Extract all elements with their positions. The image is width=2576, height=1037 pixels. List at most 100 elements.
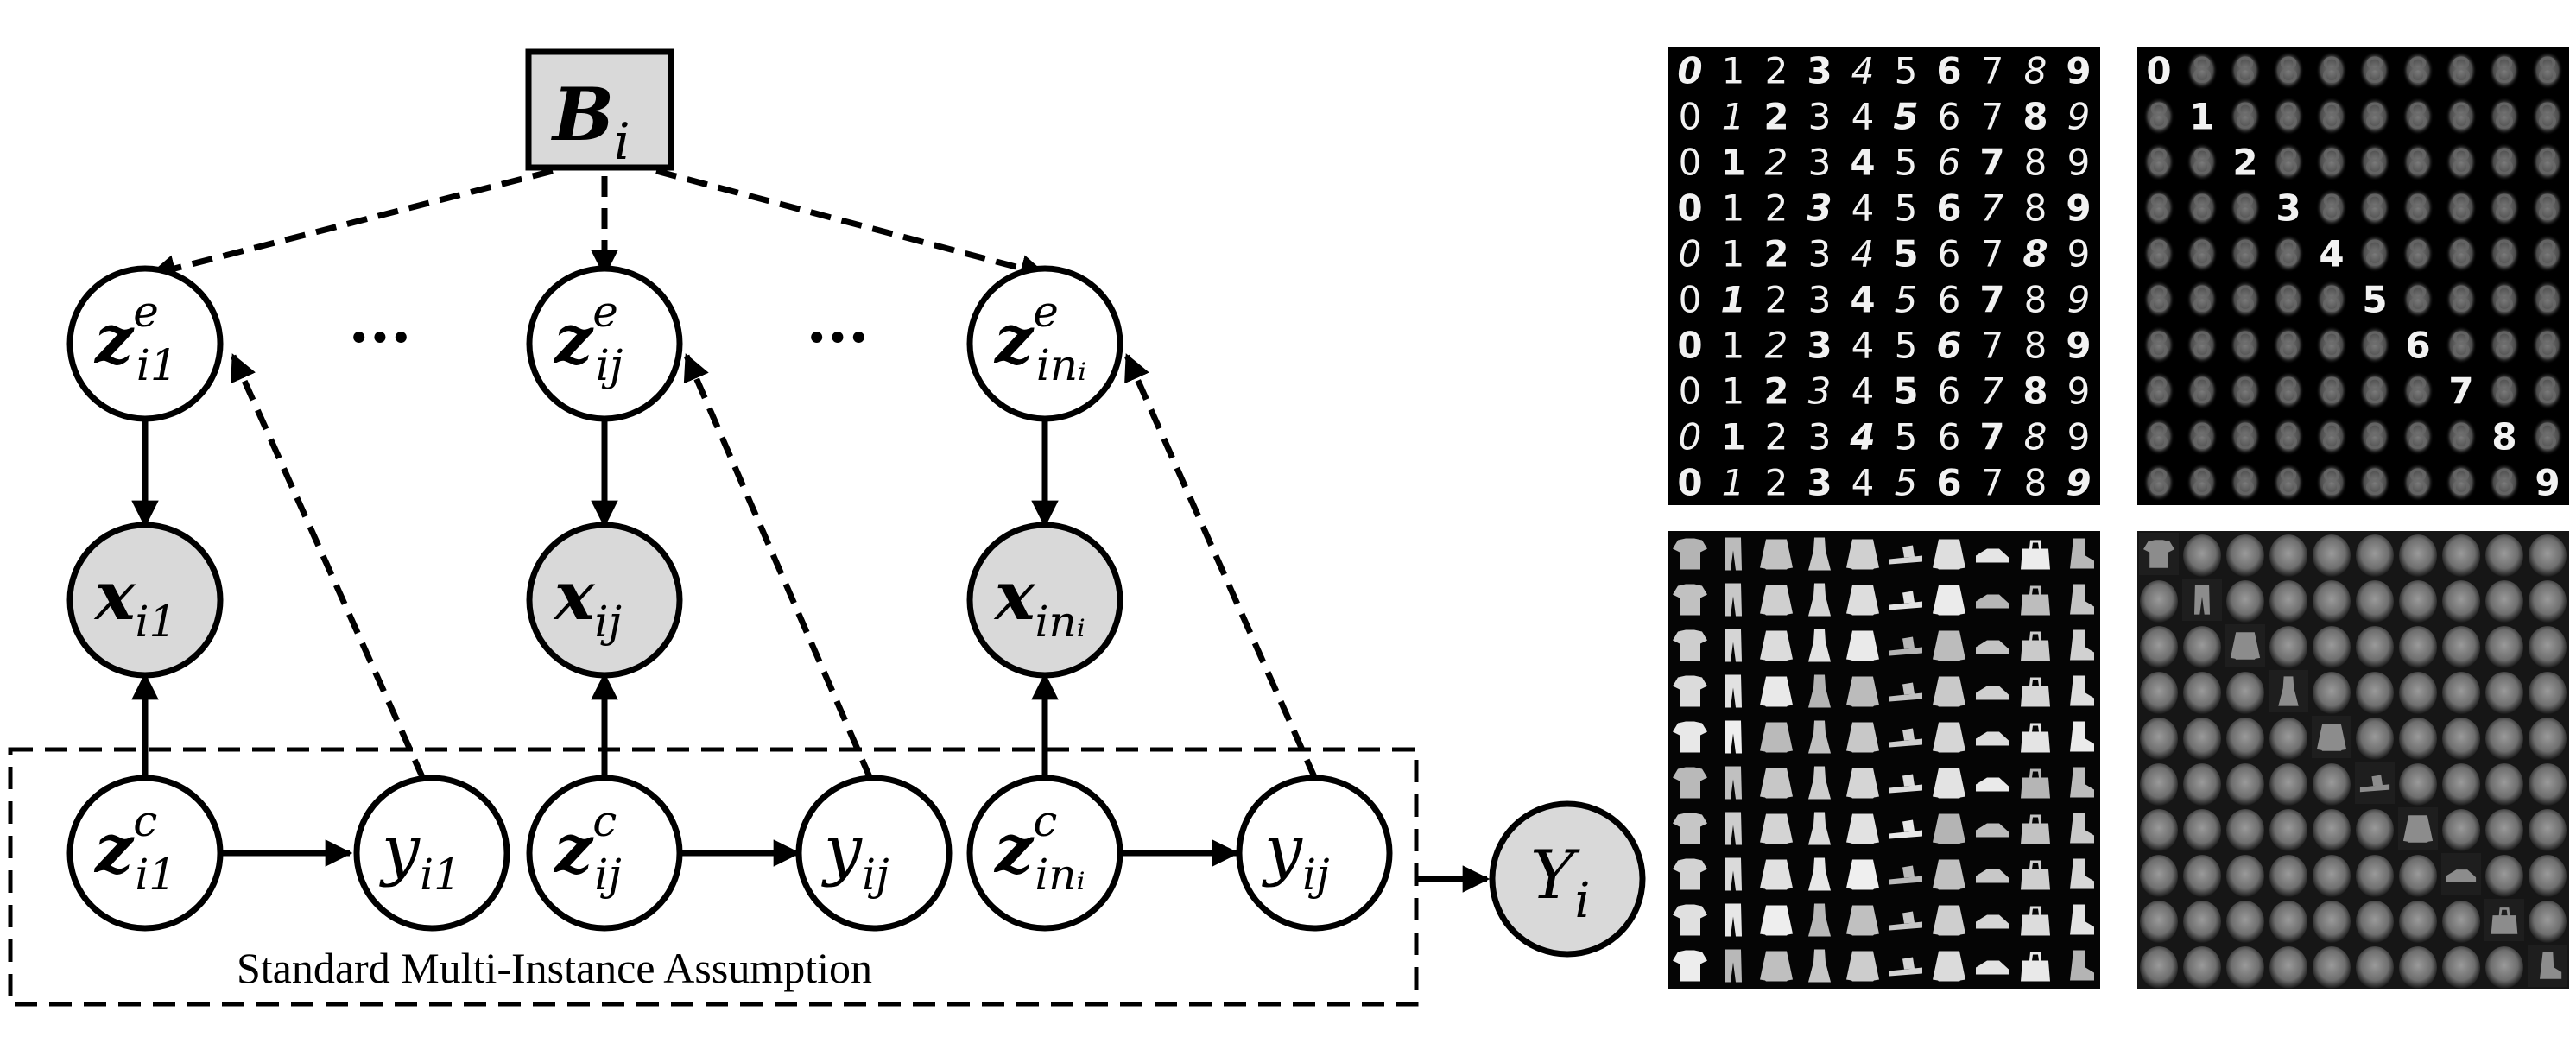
fashion-generated-blur <box>2269 718 2307 760</box>
fashion-generated-blur <box>2313 763 2351 806</box>
ellipsis-right: ··· <box>806 301 869 373</box>
fashion-generated-blur <box>2529 855 2567 897</box>
fashion-sample-item <box>1933 722 1965 753</box>
mnist-generated-blur <box>2187 326 2218 364</box>
svg-text:Yi: Yi <box>1530 837 1590 929</box>
mnist-sample-digit: 0 <box>1677 324 1702 366</box>
fashion-generated-blur <box>2140 580 2178 623</box>
mnist-generated-faint-glyph: 8 <box>2536 281 2558 320</box>
fashion-sample-item <box>1846 859 1879 890</box>
mnist-generated-faint-glyph: 8 <box>2493 326 2515 366</box>
fashion-generated-item <box>2446 869 2477 882</box>
fashion-generated-blur <box>2183 901 2221 943</box>
mnist-sample-digit: 4 <box>1851 232 1875 275</box>
mnist-sample-digit: 7 <box>1981 461 2004 503</box>
fashion-sample-item <box>1808 583 1831 617</box>
mnist-sample-digit: 1 <box>1722 49 1745 92</box>
plate-caption: Standard Multi-Instance Assumption <box>237 944 872 992</box>
mnist-generated-faint-glyph: 8 <box>2148 143 2169 183</box>
mnist-generated-blur <box>2230 234 2261 273</box>
fashion-generated-grid <box>2139 533 2567 989</box>
fashion-sample-item <box>1760 539 1793 570</box>
ze-node-1-superscript: e <box>133 287 159 337</box>
fashion-generated-item <box>2230 632 2261 660</box>
fashion-sample-item <box>1808 674 1831 708</box>
fashion-sample-item <box>1889 728 1922 748</box>
fashion-sample-item <box>1673 584 1707 616</box>
ze-node-2-symbol: z <box>553 300 594 379</box>
mnist-sample-digit: 9 <box>2066 49 2091 92</box>
mnist-generated-faint-glyph: 8 <box>2450 235 2472 275</box>
fashion-generated-blur <box>2399 626 2437 668</box>
mnist-generated-digit: 0 <box>2146 50 2171 92</box>
mnist-generated-faint-glyph: 8 <box>2234 281 2256 320</box>
x-node-3: xinᵢ <box>966 522 1123 679</box>
mnist-generated-blur <box>2273 326 2304 364</box>
fashion-generated-blur <box>2399 672 2437 714</box>
mnist-sample-digit: 1 <box>1722 370 1745 412</box>
fashion-generated-blur <box>2356 809 2394 851</box>
mnist-generated-faint-glyph: 8 <box>2493 98 2515 137</box>
fashion-generated-blur <box>2442 626 2480 668</box>
mnist-generated-faint-glyph: 8 <box>2191 372 2212 412</box>
mnist-sample-digit: 0 <box>1677 49 1702 92</box>
fashion-sample-item <box>2021 814 2050 844</box>
fashion-sample-item <box>1808 903 1831 937</box>
zc-node-3-symbol: z <box>993 810 1035 888</box>
mnist-generated-blur <box>2489 188 2520 227</box>
mnist-generated-blur <box>2187 371 2218 410</box>
mnist-sample-digit: 9 <box>2067 232 2091 275</box>
mnist-generated-faint-glyph: 8 <box>2191 235 2212 275</box>
fashion-generated-blur <box>2529 534 2567 577</box>
mnist-generated-faint-glyph: 8 <box>2493 189 2515 229</box>
mnist-generated-faint-glyph: 8 <box>2364 143 2385 183</box>
svg-text:Bi: Bi <box>551 72 630 171</box>
fashion-generated-blur <box>2529 672 2567 714</box>
mnist-generated-faint-glyph: 8 <box>2536 418 2558 458</box>
mnist-generated-blur <box>2446 417 2477 456</box>
mnist-generated-faint-glyph: 8 <box>2148 372 2169 412</box>
mnist-generated-blur <box>2273 463 2304 502</box>
fashion-sample-item <box>1725 720 1742 754</box>
fashion-sample-item <box>1889 636 1922 656</box>
mnist-generated-faint-glyph: 8 <box>2407 189 2428 229</box>
mnist-generated-blur <box>2489 97 2520 136</box>
mnist-sample-digit: 0 <box>1679 370 1702 412</box>
fashion-sample-item <box>1725 674 1742 708</box>
fashion-generated-blur <box>2442 718 2480 760</box>
fashion-generated-blur <box>2356 580 2394 623</box>
mnist-sample-digit: 8 <box>2022 232 2048 275</box>
mnist-generated-faint-glyph: 8 <box>2191 464 2212 503</box>
fashion-sample-item <box>1933 813 1965 844</box>
bag-node: Bi <box>525 48 674 171</box>
mnist-generated-blur <box>2402 51 2434 90</box>
mnist-sample-digit: 9 <box>2066 324 2091 366</box>
mnist-sample-digit: 1 <box>1720 278 1745 320</box>
fashion-generated-blur <box>2226 809 2264 851</box>
mnist-sample-digit: 1 <box>1722 461 1745 503</box>
mnist-generated-faint-glyph: 8 <box>2148 281 2169 320</box>
mnist-sample-digit: 1 <box>1722 324 1745 366</box>
fashion-generated-blur <box>2356 626 2394 668</box>
mnist-generated-faint-glyph: 8 <box>2277 98 2299 137</box>
mnist-sample-digit: 2 <box>1763 370 1788 412</box>
mnist-generated-faint-glyph: 8 <box>2234 189 2256 229</box>
fashion-generated-blur <box>2226 672 2264 714</box>
mnist-generated-faint-glyph: 8 <box>2277 235 2299 275</box>
fashion-sample-item <box>1673 813 1707 844</box>
mnist-sample-digit: 6 <box>1938 141 1961 183</box>
mnist-generated-faint-glyph: 8 <box>2493 464 2515 503</box>
fashion-sample-item <box>1846 813 1879 844</box>
fashion-generated-blur <box>2442 901 2480 943</box>
fashion-sample-item <box>2070 629 2094 661</box>
svg-text:xij: xij <box>553 557 622 647</box>
fashion-sample-item <box>2070 904 2094 935</box>
mnist-generated-blur <box>2359 97 2390 136</box>
zc-node-2-subscript: ij <box>594 850 622 900</box>
mnist-generated-blur <box>2446 188 2477 227</box>
mnist-generated-digit: 6 <box>2405 325 2430 367</box>
mnist-generated-faint-glyph: 8 <box>2148 235 2169 275</box>
mnist-generated-blur <box>2402 417 2434 456</box>
fashion-generated-blur <box>2442 672 2480 714</box>
